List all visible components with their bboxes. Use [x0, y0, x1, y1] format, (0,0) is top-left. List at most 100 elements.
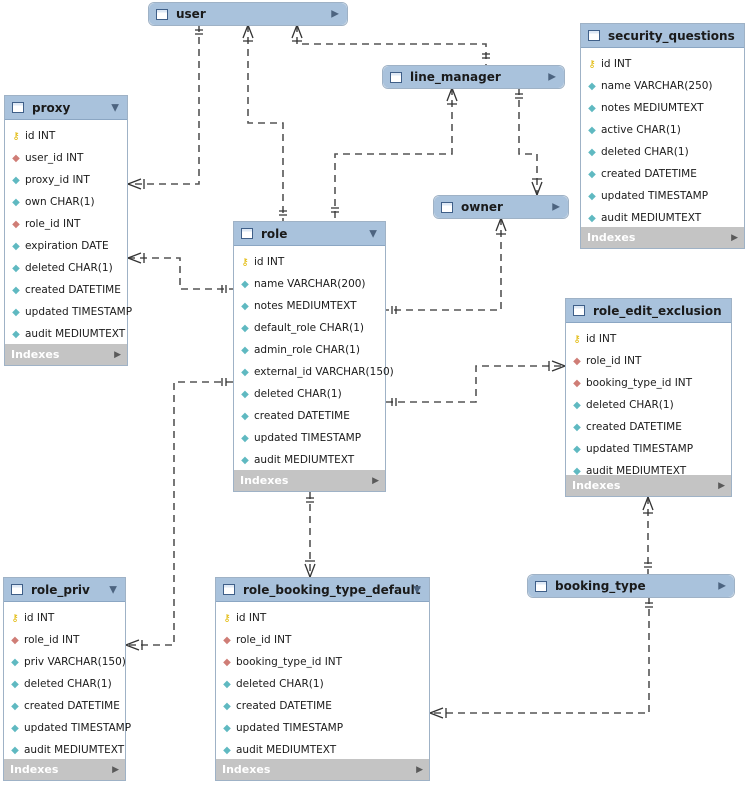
column-diamond-icon: ◆ [11, 678, 19, 690]
column-row[interactable]: ◆audit MEDIUMTEXT [4, 739, 125, 761]
column-row[interactable]: ◆expiration DATE [5, 235, 127, 257]
expand-arrow-icon[interactable]: ▶ [718, 480, 725, 491]
table-role-priv[interactable]: role_priv ▼ ⚷id INT◆role_id INT◆priv VAR… [3, 577, 131, 781]
table-header[interactable]: role_booking_type_default ▼ [216, 578, 429, 602]
column-row[interactable]: ◆role_id INT [4, 629, 125, 651]
expand-arrow-icon[interactable]: ▶ [114, 349, 121, 360]
column-row[interactable]: ◆audit MEDIUMTEXT [234, 449, 385, 471]
table-owner[interactable]: owner ▶ [433, 195, 569, 219]
column-row[interactable]: ⚷id INT [566, 328, 731, 350]
collapse-arrow-icon[interactable]: ▼ [111, 102, 119, 113]
column-diamond-icon: ◆ [223, 700, 231, 712]
column-row[interactable]: ⚷id INT [581, 53, 744, 75]
expand-arrow-icon[interactable]: ▶ [548, 71, 556, 83]
column-diamond-icon: ◆ [12, 240, 20, 252]
column-row[interactable]: ◆created DATETIME [581, 163, 744, 185]
indexes-bar[interactable]: Indexes ▶ [581, 227, 744, 248]
indexes-bar[interactable]: Indexes ▶ [234, 470, 385, 491]
column-row[interactable]: ◆updated TIMESTAMP [216, 717, 429, 739]
column-row[interactable]: ◆audit MEDIUMTEXT [216, 739, 429, 761]
table-proxy[interactable]: proxy ▼ ⚷id INT◆user_id INT◆proxy_id INT… [4, 95, 132, 366]
column-row[interactable]: ◆name VARCHAR(200) [234, 273, 385, 295]
column-row[interactable]: ◆updated TIMESTAMP [581, 185, 744, 207]
table-name: security_questions [608, 28, 735, 43]
column-row[interactable]: ◆updated TIMESTAMP [4, 717, 131, 739]
column-row[interactable]: ◆deleted CHAR(1) [566, 394, 731, 416]
column-row[interactable]: ◆updated TIMESTAMP [5, 301, 132, 323]
column-diamond-icon: ◆ [12, 306, 20, 318]
column-row[interactable]: ⚷id INT [5, 125, 127, 147]
column-row[interactable]: ◆created DATETIME [216, 695, 429, 717]
column-row[interactable]: ◆external_id VARCHAR(150) [234, 361, 394, 383]
table-header[interactable]: role_priv ▼ [4, 578, 125, 602]
table-user[interactable]: user ▶ [148, 2, 348, 26]
column-row[interactable]: ◆audit MEDIUMTEXT [566, 460, 731, 482]
column-row[interactable]: ◆booking_type_id INT [566, 372, 731, 394]
column-row[interactable]: ◆deleted CHAR(1) [234, 383, 385, 405]
collapse-arrow-icon[interactable]: ▼ [369, 228, 377, 239]
column-row[interactable]: ◆own CHAR(1) [5, 191, 127, 213]
table-header[interactable]: owner ▶ [434, 196, 568, 218]
column-diamond-icon: ◆ [12, 262, 20, 274]
table-role-edit-exclusion[interactable]: role_edit_exclusion ⚷id INT◆role_id INT◆… [565, 298, 732, 497]
column-row[interactable]: ◆booking_type_id INT [216, 651, 429, 673]
column-row[interactable]: ◆created DATETIME [5, 279, 127, 301]
column-row[interactable]: ◆user_id INT [5, 147, 127, 169]
table-header[interactable]: booking_type ▶ [528, 575, 734, 597]
column-row[interactable]: ◆role_id INT [5, 213, 127, 235]
column-row[interactable]: ◆updated TIMESTAMP [566, 438, 731, 460]
column-row[interactable]: ◆role_id INT [216, 629, 429, 651]
expand-arrow-icon[interactable]: ▶ [718, 580, 726, 592]
expand-arrow-icon[interactable]: ▶ [731, 232, 738, 243]
column-row[interactable]: ◆active CHAR(1) [581, 119, 744, 141]
column-text: id INT [25, 130, 56, 142]
column-row[interactable]: ◆audit MEDIUMTEXT [581, 207, 744, 229]
column-row[interactable]: ◆created DATETIME [234, 405, 385, 427]
column-row[interactable]: ◆audit MEDIUMTEXT [5, 323, 127, 345]
indexes-bar[interactable]: Indexes ▶ [566, 475, 731, 496]
table-line-manager[interactable]: line_manager ▶ [382, 65, 565, 89]
column-row[interactable]: ◆proxy_id INT [5, 169, 127, 191]
table-header[interactable]: proxy ▼ [5, 96, 127, 120]
column-row[interactable]: ◆updated TIMESTAMP [234, 427, 385, 449]
column-row[interactable]: ⚷id INT [4, 607, 125, 629]
table-security-questions[interactable]: security_questions ⚷id INT◆name VARCHAR(… [580, 23, 745, 249]
column-row[interactable]: ◆deleted CHAR(1) [216, 673, 429, 695]
table-header[interactable]: line_manager ▶ [383, 66, 564, 88]
indexes-bar[interactable]: Indexes ▶ [4, 759, 125, 780]
indexes-bar[interactable]: Indexes ▶ [216, 759, 429, 780]
expand-arrow-icon[interactable]: ▶ [331, 8, 339, 20]
table-booking-type[interactable]: booking_type ▶ [527, 574, 735, 598]
column-row[interactable]: ◆created DATETIME [566, 416, 731, 438]
column-row[interactable]: ◆deleted CHAR(1) [5, 257, 127, 279]
column-row[interactable]: ⚷id INT [216, 607, 429, 629]
column-row[interactable]: ⚷id INT [234, 251, 385, 273]
expand-arrow-icon[interactable]: ▶ [372, 475, 379, 486]
collapse-arrow-icon[interactable]: ▼ [413, 584, 421, 595]
indexes-bar[interactable]: Indexes ▶ [5, 344, 127, 365]
column-text: audit MEDIUMTEXT [25, 328, 126, 340]
table-role[interactable]: role ▼ ⚷id INT◆name VARCHAR(200)◆notes M… [233, 221, 394, 492]
column-row[interactable]: ◆created DATETIME [4, 695, 125, 717]
key-icon: ⚷ [573, 333, 581, 345]
column-row[interactable]: ◆priv VARCHAR(150) [4, 651, 126, 673]
column-row[interactable]: ◆deleted CHAR(1) [581, 141, 744, 163]
table-header[interactable]: role ▼ [234, 222, 385, 246]
column-row[interactable]: ◆role_id INT [566, 350, 731, 372]
collapse-arrow-icon[interactable]: ▼ [109, 584, 117, 595]
table-header[interactable]: security_questions [581, 24, 744, 48]
column-row[interactable]: ◆notes MEDIUMTEXT [234, 295, 385, 317]
column-row[interactable]: ◆notes MEDIUMTEXT [581, 97, 744, 119]
expand-arrow-icon[interactable]: ▶ [416, 764, 423, 775]
column-row[interactable]: ◆admin_role CHAR(1) [234, 339, 385, 361]
expand-arrow-icon[interactable]: ▶ [112, 764, 119, 775]
column-row[interactable]: ◆default_role CHAR(1) [234, 317, 385, 339]
column-row[interactable]: ◆name VARCHAR(250) [581, 75, 744, 97]
table-header[interactable]: user ▶ [149, 3, 347, 25]
table-role-booking-type-default[interactable]: role_booking_type_default ▼ ⚷id INT◆role… [215, 577, 430, 781]
table-header[interactable]: role_edit_exclusion [566, 299, 731, 323]
indexes-label: Indexes [11, 348, 60, 361]
key-icon: ⚷ [223, 612, 231, 624]
expand-arrow-icon[interactable]: ▶ [552, 201, 560, 213]
column-row[interactable]: ◆deleted CHAR(1) [4, 673, 125, 695]
